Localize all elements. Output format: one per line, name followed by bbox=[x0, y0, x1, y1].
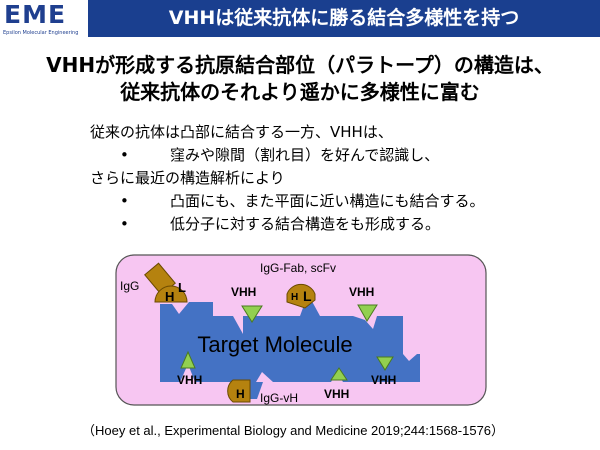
vh-head bbox=[227, 379, 251, 403]
headline-line-1: VHHが形成する抗原結合部位（パラトープ）の構造は、 bbox=[46, 53, 554, 77]
fab-label: IgG-Fab, scFv bbox=[260, 261, 336, 275]
fab-head bbox=[286, 283, 316, 309]
vhh-shape-5 bbox=[376, 356, 394, 371]
vh-label: IgG-vH bbox=[260, 391, 298, 405]
fab-light-label: L bbox=[303, 288, 312, 304]
igg-heavy-label: H bbox=[165, 289, 174, 304]
igg-label: IgG bbox=[120, 279, 139, 293]
vhh-shape-4 bbox=[330, 367, 348, 381]
body-bullet-2: • 凸面にも、また平面に近い構造にも結合する。 bbox=[90, 190, 485, 213]
body-bullet-1: • 窪みや隙間（割れ目）を好んで認識し、 bbox=[90, 144, 485, 167]
vhh-label-3: VHH bbox=[177, 373, 202, 387]
vhh-label-4: VHH bbox=[324, 387, 349, 401]
binding-diagram: Target Molecule H L IgG IgG-Fab, scFv H … bbox=[115, 254, 487, 406]
target-notch bbox=[180, 364, 195, 382]
igg-head bbox=[154, 285, 188, 303]
body-bullet-3: • 低分子に対する結合構造をも形成する。 bbox=[90, 213, 485, 236]
body-text: 従来の抗体は凸部に結合する一方、VHHは、 • 窪みや隙間（割れ目）を好んで認識し… bbox=[90, 121, 485, 236]
bullet-text: 窪みや隙間（割れ目）を好んで認識し、 bbox=[170, 146, 440, 164]
logo-subtitle: Epsilon Molecular Engineering bbox=[3, 30, 79, 36]
vh-heavy-label: H bbox=[236, 387, 245, 401]
bullet-marker: • bbox=[120, 146, 129, 164]
bullet-marker: • bbox=[120, 215, 129, 233]
citation: （Hoey et al., Experimental Biology and M… bbox=[82, 423, 505, 438]
fab-heavy-label: H bbox=[291, 292, 298, 303]
target-molecule-label: Target Molecule bbox=[197, 332, 352, 357]
vhh-shape-1 bbox=[241, 305, 263, 323]
vhh-shape-2 bbox=[357, 304, 378, 322]
vhh-label-5: VHH bbox=[371, 373, 396, 387]
headline-line-2: 従来抗体のそれより遥かに多様性に富む bbox=[120, 80, 480, 104]
vhh-shape-3 bbox=[180, 350, 196, 369]
bullet-text: 凸面にも、また平面に近い構造にも結合する。 bbox=[170, 192, 485, 210]
vhh-label-2: VHH bbox=[349, 285, 374, 299]
headline: VHHが形成する抗原結合部位（パラトープ）の構造は、 従来抗体のそれより遥かに多… bbox=[0, 52, 600, 106]
company-logo: EME Epsilon Molecular Engineering bbox=[0, 0, 88, 40]
bullet-text: 低分子に対する結合構造をも形成する。 bbox=[170, 215, 441, 233]
target-molecule-shape bbox=[160, 294, 420, 382]
vhh-label-1: VHH bbox=[231, 285, 256, 299]
body-line-1: 従来の抗体は凸部に結合する一方、VHHは、 bbox=[90, 123, 393, 141]
slide-title: VHHは従来抗体に勝る結合多様性を持つ bbox=[88, 0, 600, 37]
igg-light-label: L bbox=[178, 280, 186, 295]
logo-text: EME bbox=[4, 0, 67, 29]
body-line-2: さらに最近の構造解析により bbox=[90, 169, 285, 187]
bullet-marker: • bbox=[120, 192, 129, 210]
